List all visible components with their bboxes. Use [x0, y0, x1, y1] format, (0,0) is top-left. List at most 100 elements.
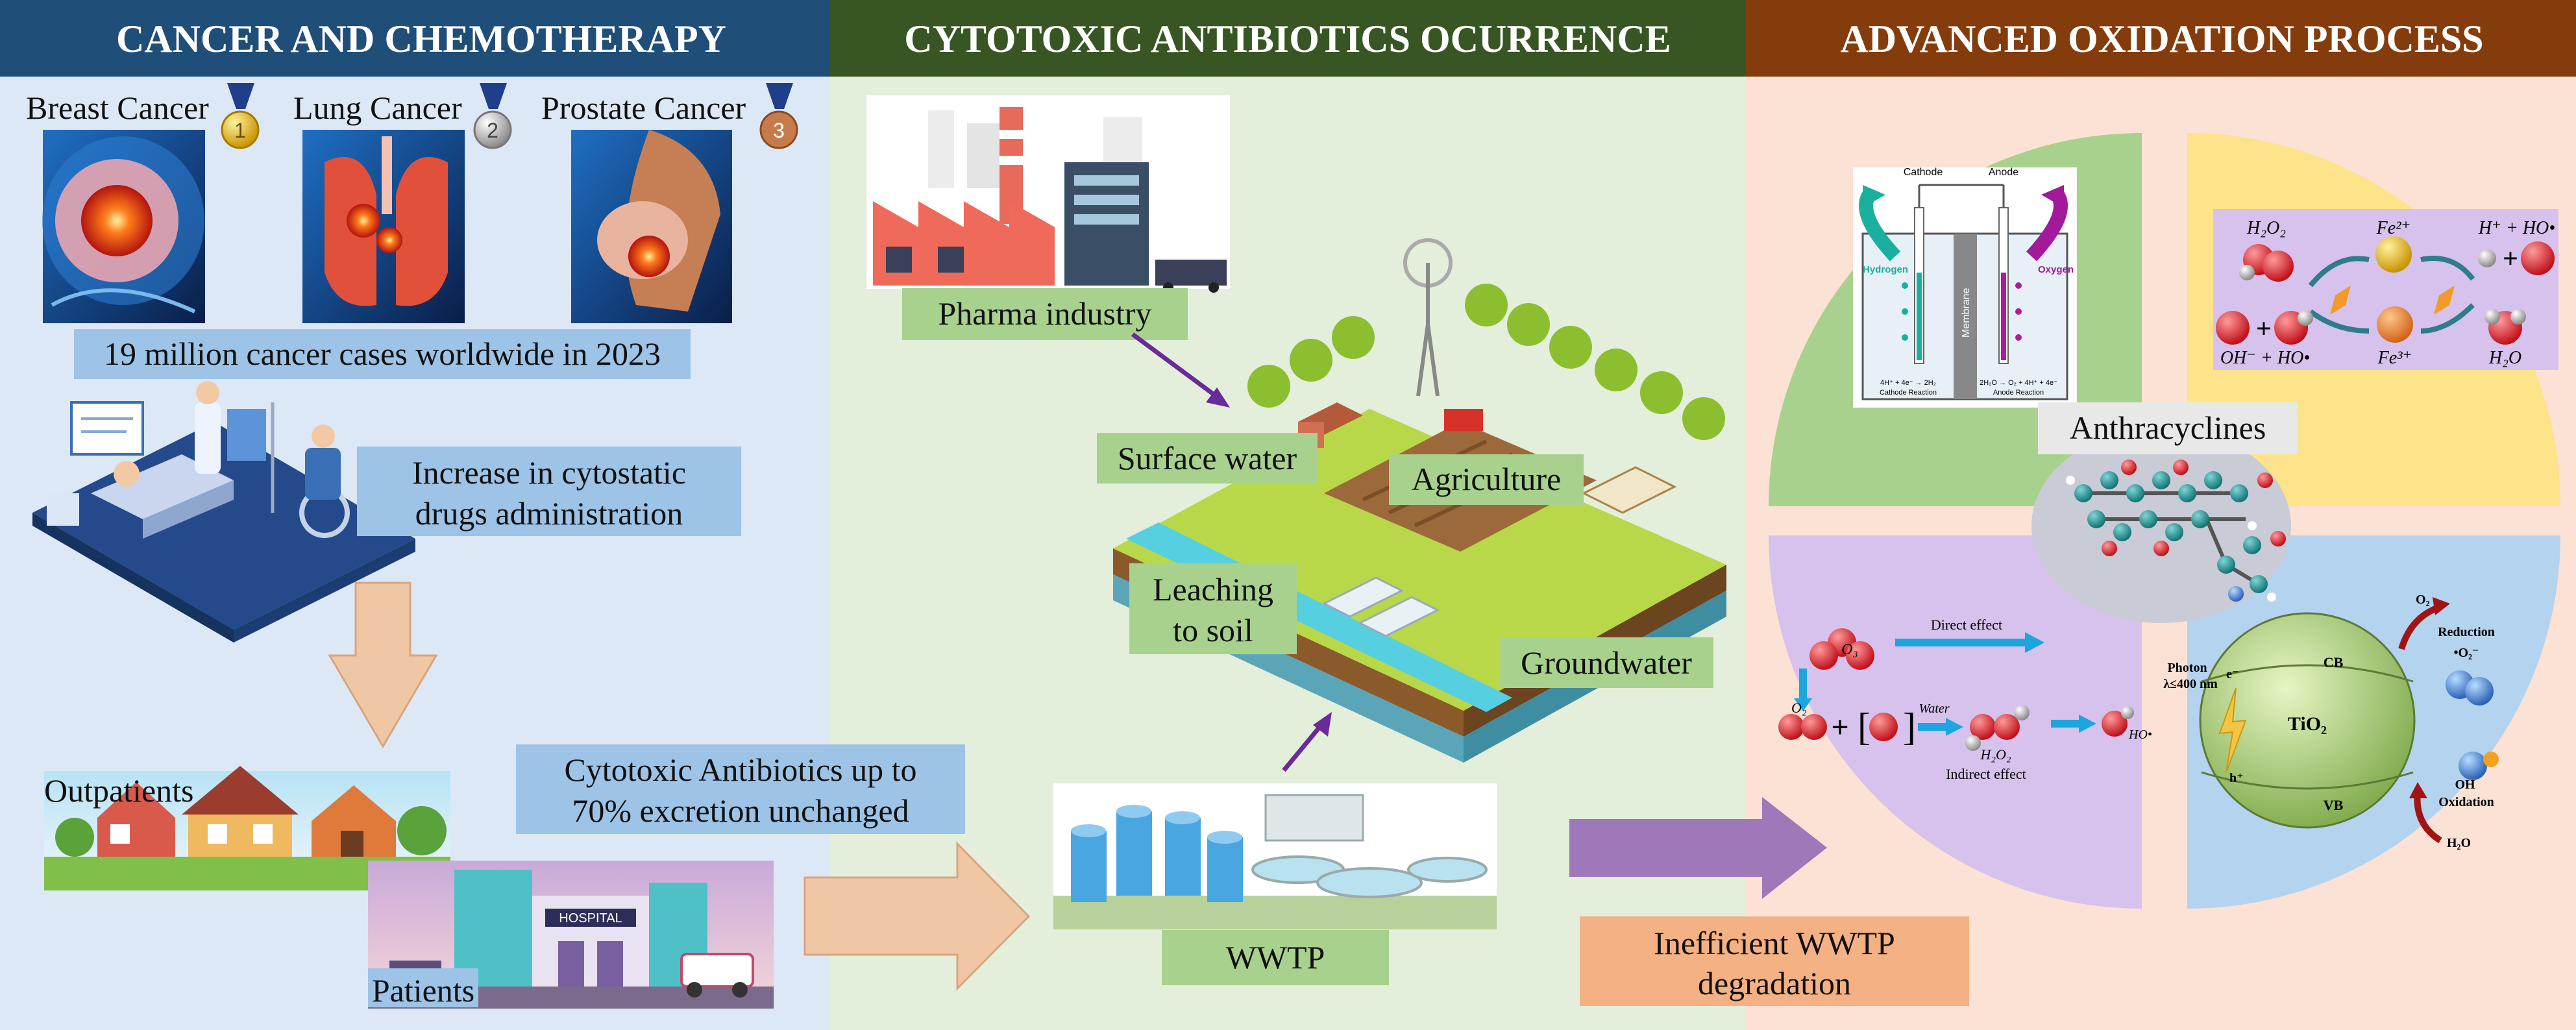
cathode-reaction-eq: 4H⁺ + 4e⁻ → 2H₂: [1880, 379, 1936, 387]
ozone-indirect-effect: Indirect effect: [1946, 766, 2026, 782]
greenhouses: [1321, 576, 1440, 637]
surface-water-text: Surface water: [1118, 440, 1297, 476]
fenton-h2o: H₂O: [2488, 348, 2521, 368]
fenton-cycle: H₂O₂ Fe²⁺ H⁺ + HO• + + OH⁻ + HO• Fe³⁺ H₂…: [2213, 209, 2558, 370]
fenton-h-plus-ho: H⁺ + HO•: [2478, 218, 2555, 238]
patients-text: Patients: [372, 972, 474, 1009]
pharma-factory-illustration: [866, 95, 1230, 293]
hospital-sign-text: HOSPITAL: [559, 911, 622, 926]
ozone-ho: HO•: [2128, 728, 2152, 742]
medal-number-2: 2: [487, 119, 498, 142]
photo-photon: Photon: [2167, 661, 2207, 675]
wwtp-up-arrow: [1282, 720, 1326, 772]
svg-text:]: ]: [1903, 705, 1916, 748]
fenton-h2o2: H₂O₂: [2246, 218, 2286, 238]
quadrant-ozone: [1769, 535, 2142, 909]
down-arrow: [328, 582, 438, 748]
wwtp-label: WWTP: [1162, 930, 1389, 985]
trees: [1247, 284, 1725, 440]
medal-number-1: 1: [234, 119, 246, 142]
cases-label: 19 million cancer cases worldwide in 202…: [74, 329, 691, 379]
purple-arrow: [1569, 797, 1827, 899]
photo-tio2: TiO₂: [2288, 713, 2327, 735]
surface-water-label: Surface water: [1097, 433, 1318, 484]
photo-o2: O₂: [2416, 593, 2430, 607]
pharma-arrowhead: [1206, 387, 1230, 408]
agriculture-label: Agriculture: [1389, 454, 1584, 505]
lung-cancer-image: [302, 130, 465, 323]
farm-isometric-illustration: [1113, 238, 1726, 763]
inefficient-text-line2: degradation: [1698, 965, 1851, 1001]
right-header-bg: [1746, 0, 2576, 77]
anode-reaction-text: Anode Reaction: [1993, 389, 2044, 397]
middle-header-bg: [829, 0, 1746, 77]
silver-medal-icon: 2: [473, 83, 512, 149]
header-cancer: CANCER AND CHEMOTHERAPY: [116, 18, 726, 60]
medal-number-3: 3: [773, 119, 785, 142]
cathode-text: Cathode: [1904, 167, 1943, 178]
photo-oh: OH: [2455, 778, 2475, 792]
patients-label: Patients: [368, 968, 478, 1009]
breast-cancer-image: [42, 130, 205, 323]
increase-label: Increase in cytostatic drugs administrat…: [357, 447, 741, 536]
photo-reduction: Reduction: [2438, 625, 2495, 639]
inefficient-text-line1: Inefficient WWTP: [1654, 925, 1895, 961]
photo-oxidation: Oxidation: [2438, 795, 2494, 809]
anthracyclines-label: Anthracyclines: [2038, 402, 2298, 454]
right-arrow-to-wwtp: [803, 841, 1031, 991]
photo-cb: CB: [2324, 654, 2344, 670]
left-header-bg: [0, 0, 829, 77]
header-aop: ADVANCED OXIDATION PROCESS: [1840, 18, 2483, 60]
ozone-diagram: O₃ Direct effect O₂ + [ ] Water H₂O₂ HO•…: [1778, 617, 2152, 782]
increase-text-line2: drugs administration: [415, 495, 683, 532]
cancer-type-prostate: Prostate Cancer: [541, 90, 746, 126]
pharma-text: Pharma industry: [938, 295, 1151, 332]
svg-text:+: +: [1831, 710, 1848, 744]
oxygen-text: Oxygen: [2038, 264, 2074, 275]
svg-text:+: +: [2256, 314, 2272, 344]
photo-electron: e⁻: [2226, 667, 2239, 681]
bronze-medal-icon: 3: [759, 83, 798, 149]
fenton-oh-plus-ho: OH⁻ + HO•: [2220, 348, 2310, 368]
excretion-text-line2: 70% excretion unchanged: [572, 792, 909, 829]
header-occurrence: CYTOTOXIC ANTIBIOTICS OCURRENCE: [904, 18, 1671, 60]
agriculture-text: Agriculture: [1412, 461, 1561, 497]
ozone-water: Water: [1919, 702, 1949, 716]
inefficient-label: Inefficient WWTP degradation: [1580, 916, 1969, 1006]
photocatalysis-diagram: CB VB TiO₂ e⁻ h⁺ Photon λ≤400 nm O₂ Redu…: [2163, 593, 2499, 850]
anthracyclines-molecule: [2031, 428, 2291, 623]
cancer-type-lung: Lung Cancer: [293, 90, 462, 126]
groundwater-text: Groundwater: [1521, 644, 1692, 681]
wwtp-up-arrowhead: [1313, 712, 1332, 737]
photon-bolt-icon: [2218, 687, 2247, 773]
photo-wavelength: λ≤400 nm: [2163, 677, 2218, 691]
pharma-label: Pharma industry: [902, 288, 1188, 340]
svg-text:[: [: [1858, 705, 1871, 748]
anode-text: Anode: [1989, 167, 2018, 178]
cases-text: 19 million cancer cases worldwide in 202…: [104, 336, 661, 372]
photo-vb: VB: [2324, 797, 2344, 813]
ozone-o2: O₂: [1791, 700, 1807, 716]
outpatients-label: Outpatients: [44, 772, 194, 809]
tio2-sphere: [2199, 612, 2416, 829]
ozone-o3: O₃: [1841, 641, 1858, 658]
wwtp-illustration: [1053, 783, 1497, 929]
photo-hole: h⁺: [2229, 771, 2244, 785]
electrolysis-cell: Membrane Cathode Anode Hydrogen Oxygen 4…: [1853, 167, 2077, 408]
leaching-text-line2: to soil: [1173, 612, 1253, 648]
photo-h2o: H₂O: [2447, 836, 2471, 850]
leaching-text-line1: Leaching: [1153, 571, 1273, 607]
ozone-h2o2: H₂O₂: [1980, 746, 2011, 763]
gold-medal-icon: 1: [221, 83, 260, 149]
photo-superoxide: •O₂⁻: [2453, 646, 2479, 660]
anthracyclines-text: Anthracyclines: [2070, 410, 2266, 446]
header-bar: CANCER AND CHEMOTHERAPY CYTOTOXIC ANTIBI…: [0, 0, 2576, 77]
wwtp-tanks: [1071, 805, 1243, 902]
hydrogen-text: Hydrogen: [1863, 264, 1908, 275]
pharma-arrow: [1131, 332, 1222, 401]
cancer-type-breast: Breast Cancer: [26, 90, 209, 126]
membrane-text: Membrane: [1961, 288, 1972, 337]
anode-reaction-eq: 2H₂O → O₂ + 4H⁺ + 4e⁻: [1980, 379, 2057, 387]
molecule-atoms: [2066, 460, 2286, 602]
